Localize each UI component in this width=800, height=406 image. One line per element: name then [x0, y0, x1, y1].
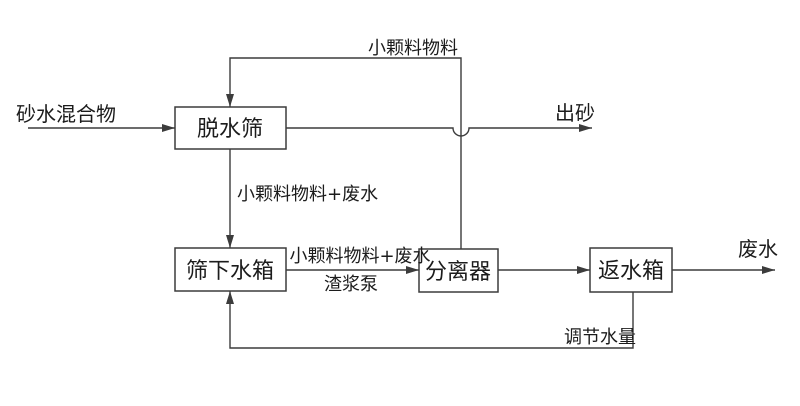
edge-water-adjust-return-loop — [226, 291, 634, 349]
label-slurry-pump: 渣浆泵 — [324, 274, 378, 295]
node-dewatering-screen: 脱水筛 — [174, 106, 287, 150]
edge-sand-out — [286, 124, 592, 137]
label-feed-in: 砂水混合物 — [16, 102, 116, 126]
label-sand-out: 出砂 — [555, 101, 595, 125]
node-separator-label: 分离器 — [425, 260, 491, 285]
label-water-adjust-return: 调节水量 — [564, 327, 636, 348]
node-separator: 分离器 — [418, 248, 499, 293]
node-return-tank-label: 返水箱 — [598, 259, 664, 284]
node-under-screen-tank-label: 筛下水箱 — [186, 259, 274, 284]
node-dewatering-screen-label: 脱水筛 — [197, 117, 263, 142]
node-separator-box — [418, 248, 499, 293]
label-wastewater-out: 废水 — [738, 237, 778, 261]
label-fines-recycle-top: 小颗料物料 — [368, 38, 458, 59]
edge-fines-recycle-loop — [226, 57, 462, 249]
node-return-tank-box — [589, 247, 673, 293]
node-return-tank: 返水箱 — [589, 247, 673, 293]
node-under-screen-tank-box — [174, 247, 287, 292]
node-under-screen-tank: 筛下水箱 — [174, 247, 287, 292]
node-dewatering-screen-box — [174, 106, 287, 150]
label-fines-wastewater-down: 小颗料物料+废水 — [237, 184, 378, 205]
label-fines-wastewater-pump-line: 小颗料物料+废水 — [289, 246, 430, 267]
